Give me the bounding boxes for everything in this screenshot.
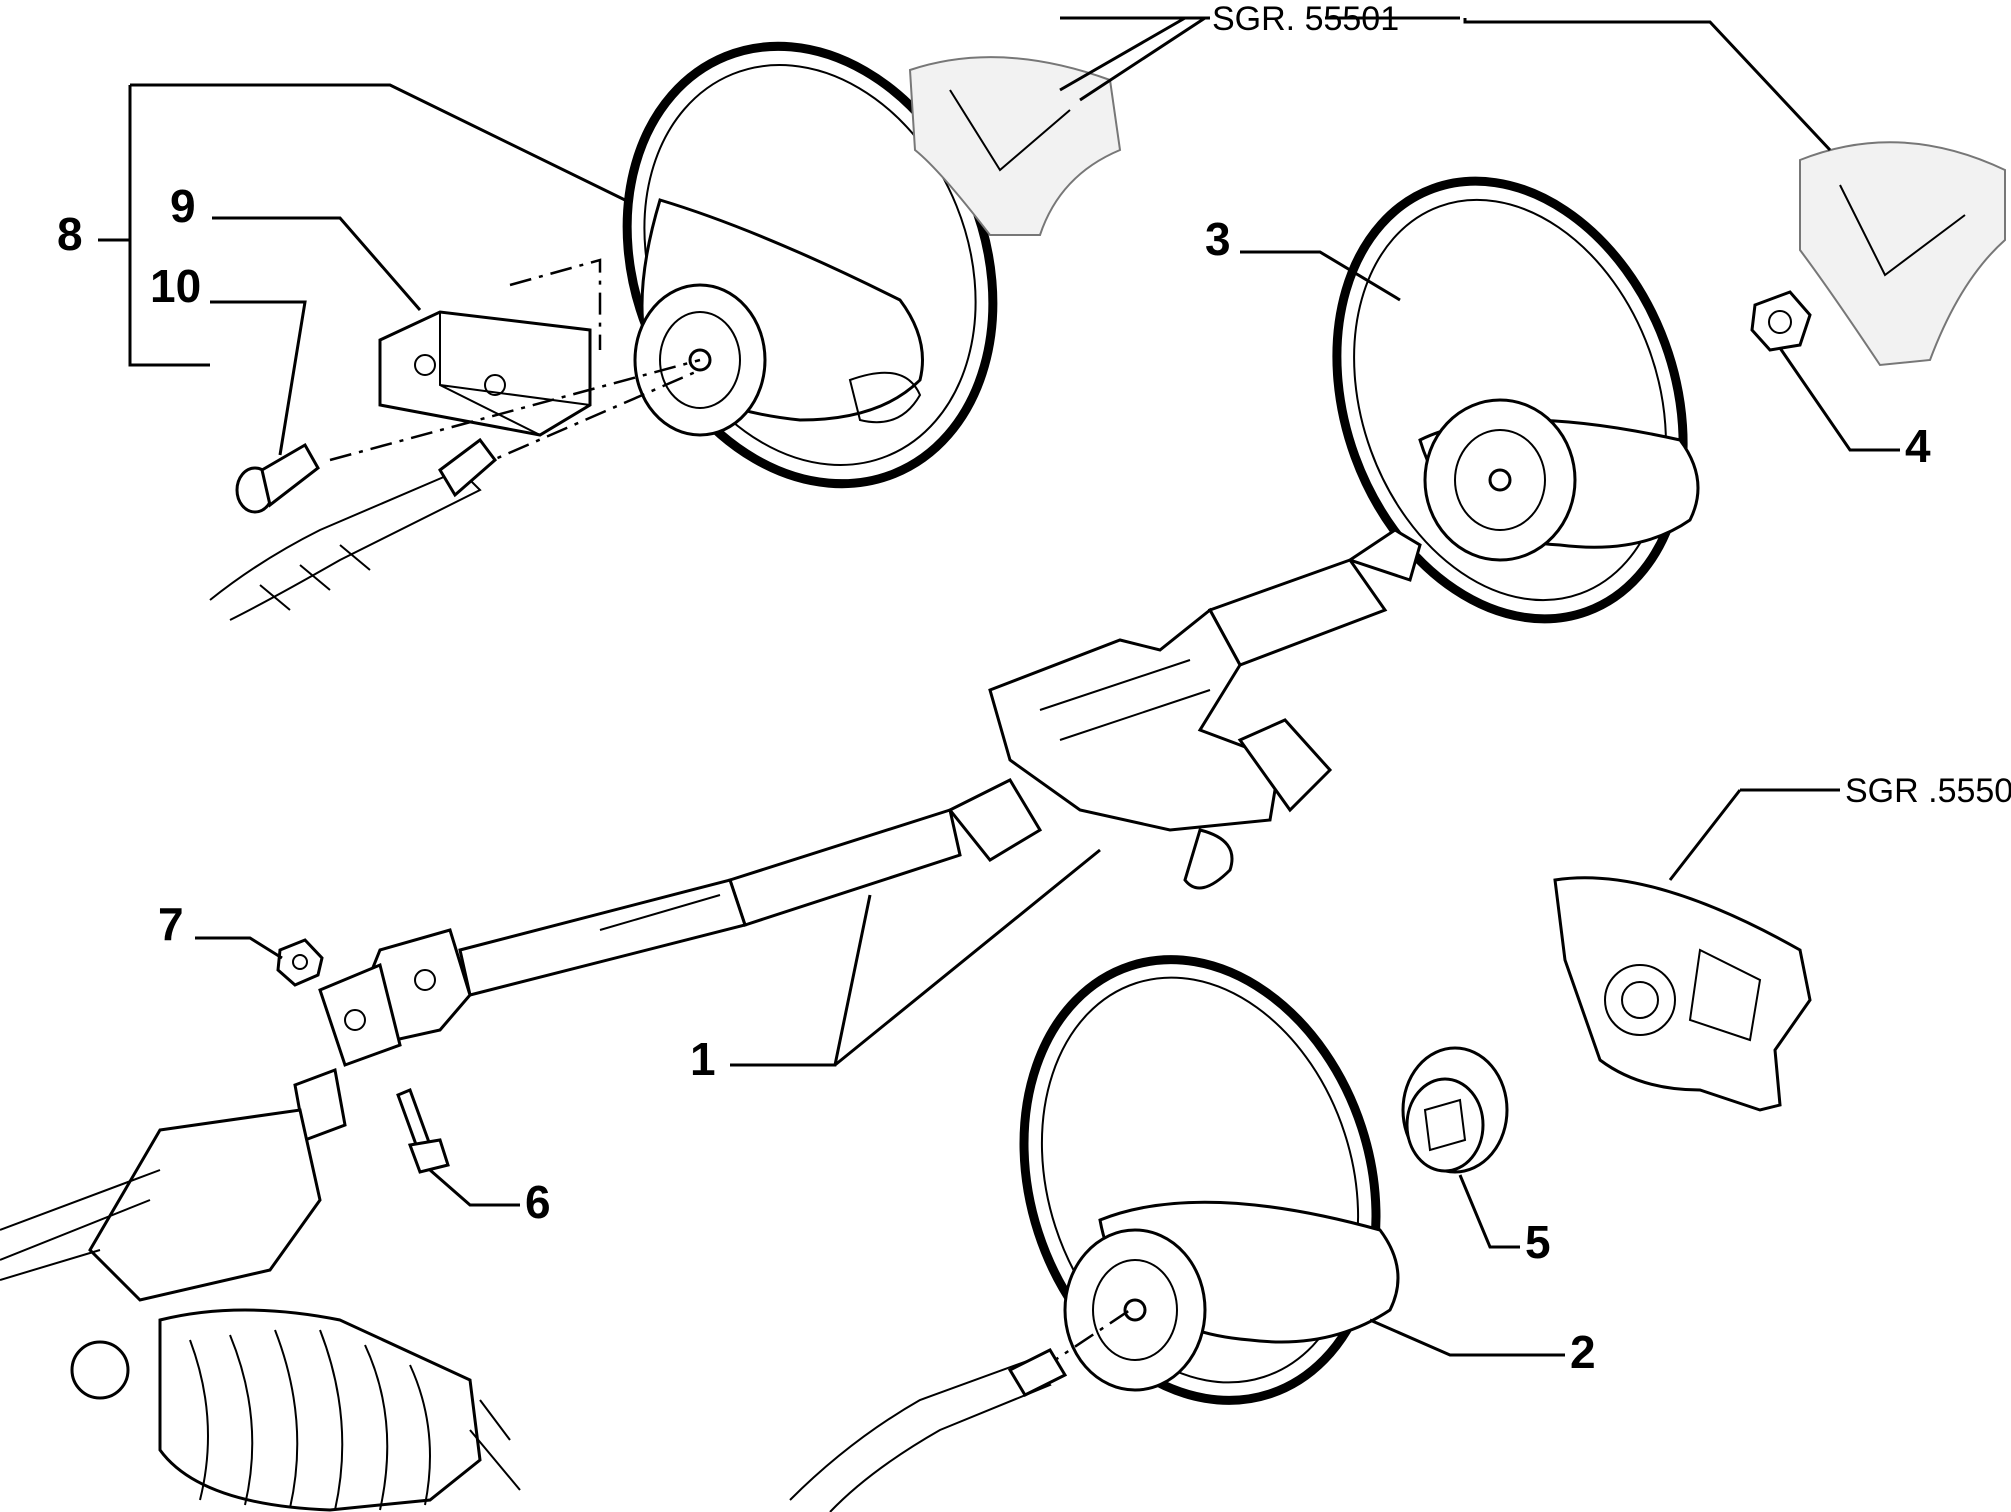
horn-button-part-5	[1401, 1046, 1509, 1174]
leader-part-10	[210, 300, 307, 456]
part-number-9: 9	[170, 180, 196, 232]
leader-sgr-55501-left	[1079, 16, 1206, 102]
leader-part-5	[1458, 1174, 1520, 1249]
part-number-6: 6	[525, 1176, 551, 1228]
leader-part-2	[1369, 1318, 1565, 1357]
column-fragment-upper-left	[209, 437, 498, 621]
ref-label-sgr-55508: SGR .55508	[1845, 772, 2011, 810]
steering-column-assembly	[458, 528, 1422, 997]
mounting-block	[378, 310, 592, 437]
ref-label-sgr-55501: SGR. 55501	[1212, 0, 1399, 38]
airbag-pad-top-right	[1799, 141, 2006, 367]
part-number-8: 8	[57, 208, 83, 260]
leader-sgr-55508	[1668, 788, 1840, 881]
steering-wheel-upper-right	[1332, 176, 1700, 624]
part-number-3: 3	[1205, 213, 1231, 265]
leader-part-9	[212, 216, 422, 311]
steering-wheel-bottom	[1019, 955, 1400, 1405]
leader-part-8	[98, 83, 626, 367]
leader-part-6	[429, 1168, 520, 1207]
leader-part-3	[1240, 250, 1401, 302]
nut-part-7	[276, 938, 324, 987]
airbag-pad-top-left	[908, 56, 1122, 236]
part-number-1: 1	[690, 1033, 716, 1085]
leader-part-4	[1778, 347, 1900, 452]
airbag-module	[1553, 876, 1812, 1112]
steering-rack	[0, 1067, 521, 1512]
part-number-4: 4	[1905, 420, 1931, 472]
nut-part-4	[1750, 290, 1812, 352]
screw-part-10	[235, 442, 320, 514]
universal-joint	[318, 928, 472, 1067]
leader-sgr-55501-pad	[1059, 16, 1186, 92]
column-fragment-bottom	[789, 1348, 1068, 1512]
part-number-7: 7	[158, 898, 184, 950]
leader-part-7	[195, 936, 283, 960]
part-number-10: 10	[150, 260, 201, 312]
leader-sgr-55501-right	[1463, 18, 1832, 152]
part-number-5: 5	[1525, 1216, 1551, 1268]
leader-part-1	[730, 848, 1101, 1067]
part-number-2: 2	[1570, 1326, 1596, 1378]
bolt-part-6	[396, 1088, 450, 1174]
